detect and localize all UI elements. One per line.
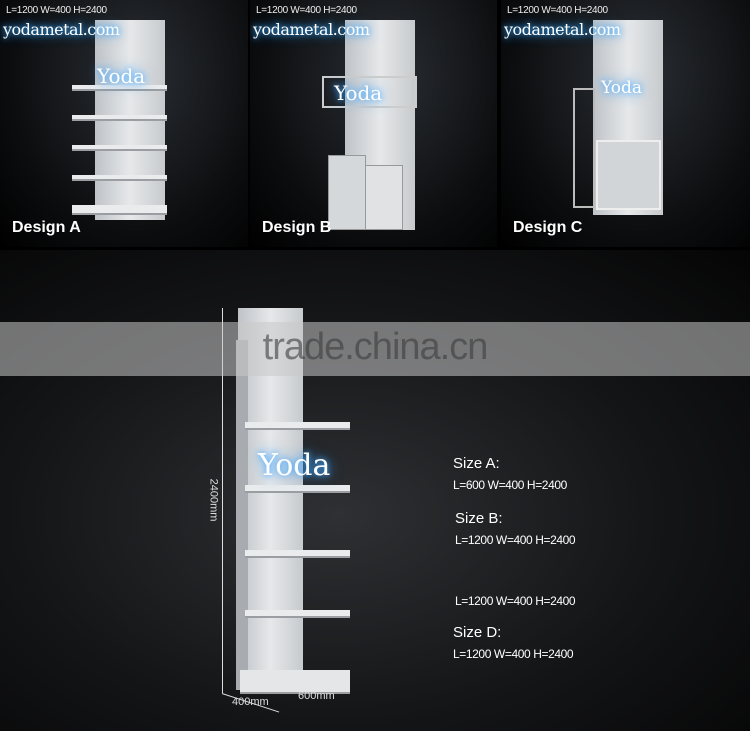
size-value: L=600 W=400 H=2400: [453, 478, 567, 492]
design-dims: L=1200 W=400 H=2400: [256, 5, 357, 16]
yoda-logo: Yoda: [258, 448, 331, 483]
height-dimension-line: [222, 308, 223, 693]
main-product-view: Yoda 2400mm 400mm 600mm trade.china.cn S…: [0, 250, 750, 731]
yoda-logo: Yoda: [601, 78, 642, 98]
size-b: Size B: L=1200 W=400 H=2400: [455, 510, 576, 547]
design-a-panel: Yoda L=1200 W=400 H=2400 yodametal.com D…: [0, 0, 248, 247]
site-watermark: yodametal.com: [504, 20, 621, 39]
depth-label: 400mm: [232, 696, 269, 708]
site-watermark: yodametal.com: [253, 20, 370, 39]
wire-rack: [573, 88, 595, 208]
shelf: [240, 670, 350, 694]
shelf: [72, 85, 167, 91]
design-dims: L=1200 W=400 H=2400: [507, 5, 608, 16]
design-label: Design C: [513, 219, 583, 236]
shelf: [245, 610, 350, 618]
shelf-cabinet: [596, 140, 661, 210]
width-label: 600mm: [298, 690, 335, 702]
design-b-panel: Yoda L=1200 W=400 H=2400 yodametal.com D…: [250, 0, 497, 247]
size-c: L=1200 W=400 H=2400: [455, 588, 576, 608]
shelf-side-panel: [236, 340, 248, 690]
design-dims: L=1200 W=400 H=2400: [6, 5, 107, 16]
shelf: [245, 422, 350, 430]
design-label: Design A: [12, 219, 81, 236]
watermark-band: [0, 322, 750, 376]
size-d: Size D: L=1200 W=400 H=2400: [453, 624, 574, 661]
size-value: L=1200 W=400 H=2400: [453, 647, 574, 661]
shelf: [72, 175, 167, 181]
size-a: Size A: L=600 W=400 H=2400: [453, 455, 567, 492]
design-label: Design B: [262, 219, 332, 236]
yoda-logo: Yoda: [322, 76, 417, 108]
shelf: [72, 115, 167, 121]
shelf: [245, 485, 350, 493]
size-title: Size A:: [453, 455, 500, 472]
shelf: [72, 205, 167, 215]
shelf: [245, 550, 350, 558]
site-watermark: yodametal.com: [3, 20, 120, 39]
design-c-panel: Yoda L=1200 W=400 H=2400 yodametal.com D…: [501, 0, 750, 247]
shelf: [72, 145, 167, 151]
trade-watermark: trade.china.cn: [262, 326, 489, 368]
size-title: Size D:: [453, 624, 502, 641]
size-title: Size B:: [455, 510, 503, 527]
cabinet: [328, 155, 366, 230]
height-label: 2400mm: [207, 478, 220, 522]
size-value: L=1200 W=400 H=2400: [455, 594, 576, 608]
yoda-logo: Yoda: [97, 64, 146, 88]
size-value: L=1200 W=400 H=2400: [455, 533, 576, 547]
cabinet: [365, 165, 403, 230]
